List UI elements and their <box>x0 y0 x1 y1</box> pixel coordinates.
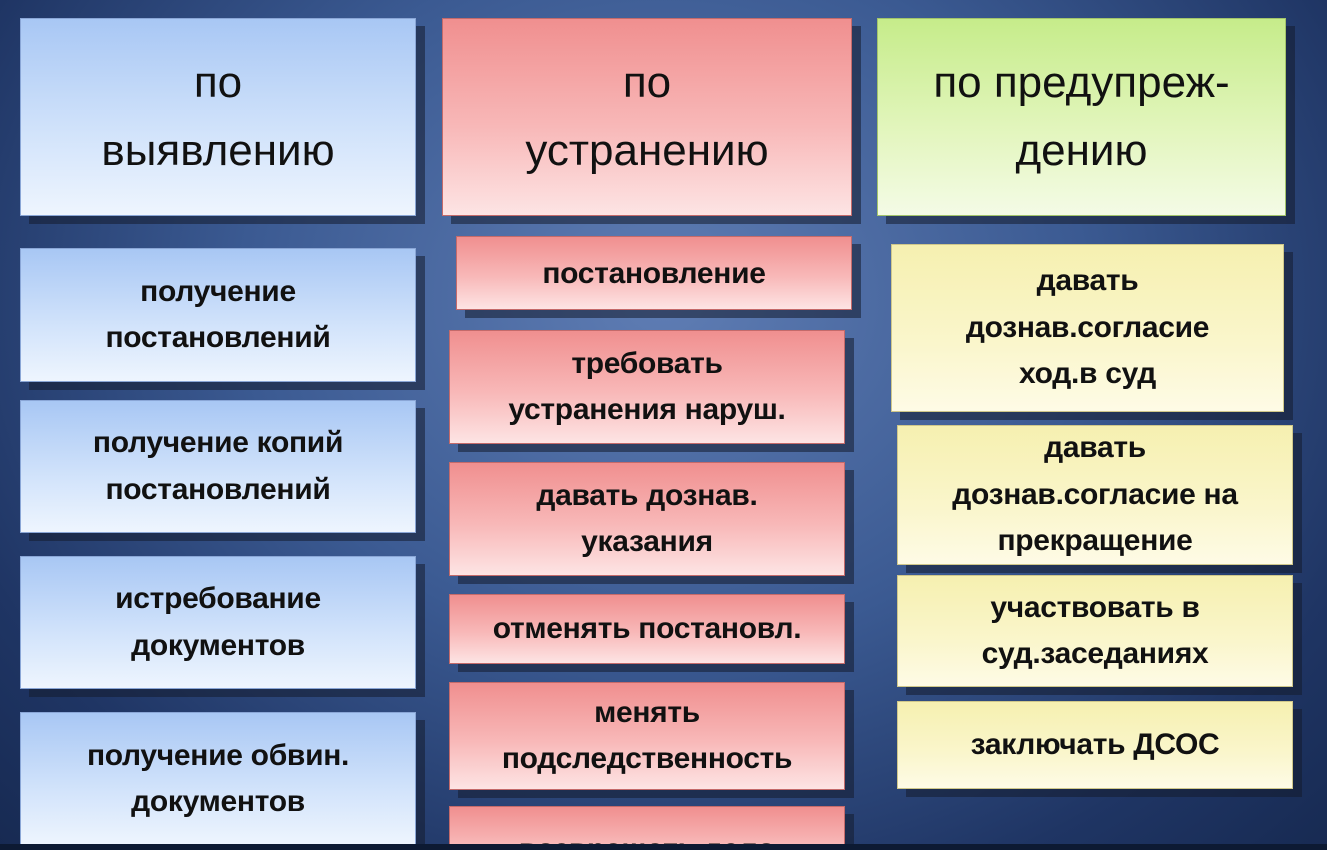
detection-item-2: получение копий постановлений <box>20 400 416 533</box>
elimination-item-5: менять подследственность <box>449 682 845 790</box>
elimination-item-2: требовать устранения наруш. <box>449 330 845 444</box>
elimination-item-4: отменять постановл. <box>449 594 845 664</box>
detection-item-1: получение постановлений <box>20 248 416 382</box>
prevention-item-2: давать дознав.согласие на прекращение <box>897 425 1293 565</box>
prevention-item-4: заключать ДСОС <box>897 701 1293 789</box>
detection-item-3: истребование документов <box>20 556 416 689</box>
header-detection: по выявлению <box>20 18 416 216</box>
prevention-item-1: давать дознав.согласие ход.в суд <box>891 244 1284 412</box>
elimination-item-3: давать дознав. указания <box>449 462 845 576</box>
header-elimination: по устранению <box>442 18 852 216</box>
bottom-strip <box>0 844 1327 850</box>
detection-item-4: получение обвин. документов <box>20 712 416 846</box>
elimination-item-1: постановление <box>456 236 852 310</box>
header-prevention: по предупреж- дению <box>877 18 1286 216</box>
prevention-item-3: участвовать в суд.заседаниях <box>897 575 1293 687</box>
